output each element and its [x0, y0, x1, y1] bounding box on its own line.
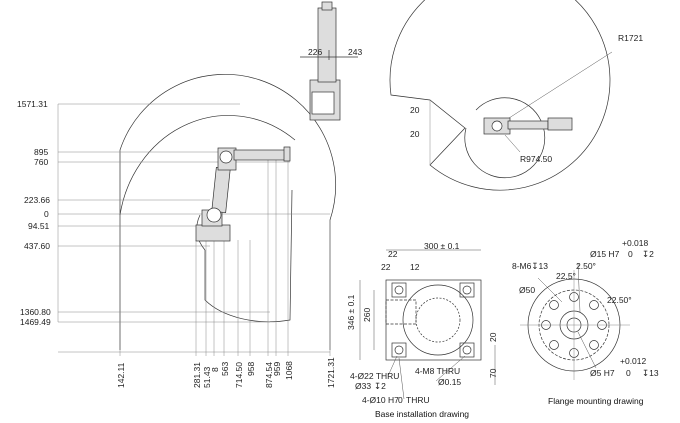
callout-label: 22.5°	[556, 271, 576, 281]
dim-label: 226	[308, 47, 323, 57]
callout-label: 4-Ø22 THRU	[350, 371, 400, 381]
inner-radius-label: R974.50	[520, 154, 553, 164]
dim-label: 260	[362, 307, 372, 322]
callout-label: +0.018	[622, 238, 649, 248]
robot-top-view	[300, 1, 358, 121]
dim-label: 1068	[284, 361, 294, 380]
callout-label: +0.012	[620, 356, 647, 366]
dim-label: 1721.31	[326, 357, 336, 388]
callout-label: 0	[398, 395, 403, 405]
callout-label: 2.50°	[576, 261, 596, 271]
callout-label: 8-M6↧13	[512, 261, 548, 271]
callout-label: ↧2	[374, 381, 386, 391]
dim-label: 959	[272, 361, 282, 376]
callout-label: 0	[628, 249, 633, 259]
robot-side-view	[195, 146, 291, 242]
flange-mounting-view	[520, 262, 630, 380]
base-caption: Base installation drawing	[375, 409, 470, 419]
dim-label: 70	[488, 368, 498, 378]
dim-label: 437.60	[24, 241, 50, 251]
dim-label: 22	[381, 262, 391, 272]
dim-label: 958	[246, 361, 256, 376]
dim-label: 714.50	[234, 362, 244, 388]
dim-label: 760	[34, 157, 49, 167]
dim-label: 895	[34, 147, 49, 157]
left-reference-lines	[57, 103, 331, 356]
callout-label: 22.50°	[607, 295, 632, 305]
callout-label: 0	[626, 368, 631, 378]
work-envelope-outline	[119, 73, 337, 350]
dim-label: 223.66	[24, 195, 50, 205]
angle-label: 20	[410, 105, 420, 115]
callout-label: Ø50	[519, 285, 536, 295]
dim-label: 12	[410, 262, 420, 272]
callout-label: Ø33	[355, 381, 372, 391]
callout-label: ↧2	[642, 249, 654, 259]
dim-label: 94.51	[28, 221, 50, 231]
dim-label: 300 ± 0.1	[424, 241, 460, 251]
dim-label: 22	[388, 249, 398, 259]
reach-plan-view	[389, 0, 613, 191]
outer-radius-label: R1721	[618, 33, 644, 43]
dim-label: 142.11	[116, 362, 126, 388]
callout-label: THRU	[406, 395, 430, 405]
dim-label: 20	[488, 332, 498, 342]
callout-label: 4-Ø10 H7	[362, 395, 399, 405]
dim-label: 1571.31	[17, 99, 48, 109]
callout-label: Ø0.15	[438, 377, 462, 387]
dim-label: 346 ± 0.1	[346, 294, 356, 330]
dim-label: 1360.80	[20, 307, 51, 317]
dim-label: 243	[348, 47, 363, 57]
callout-label: Ø5 H7	[590, 368, 615, 378]
flange-caption: Flange mounting drawing	[548, 396, 644, 406]
dim-label: 281.31	[192, 362, 202, 388]
base-installation-view	[359, 249, 496, 400]
angle-label: 20	[410, 129, 420, 139]
callout-label: 4-M8 THRU	[415, 366, 461, 376]
dim-label: 563	[220, 361, 230, 376]
dim-label: 8	[210, 367, 220, 372]
dim-label: 0	[44, 209, 49, 219]
dim-label: 1469.49	[20, 317, 51, 327]
callout-label: Ø15 H7	[590, 249, 620, 259]
callout-label: ↧13	[642, 368, 659, 378]
